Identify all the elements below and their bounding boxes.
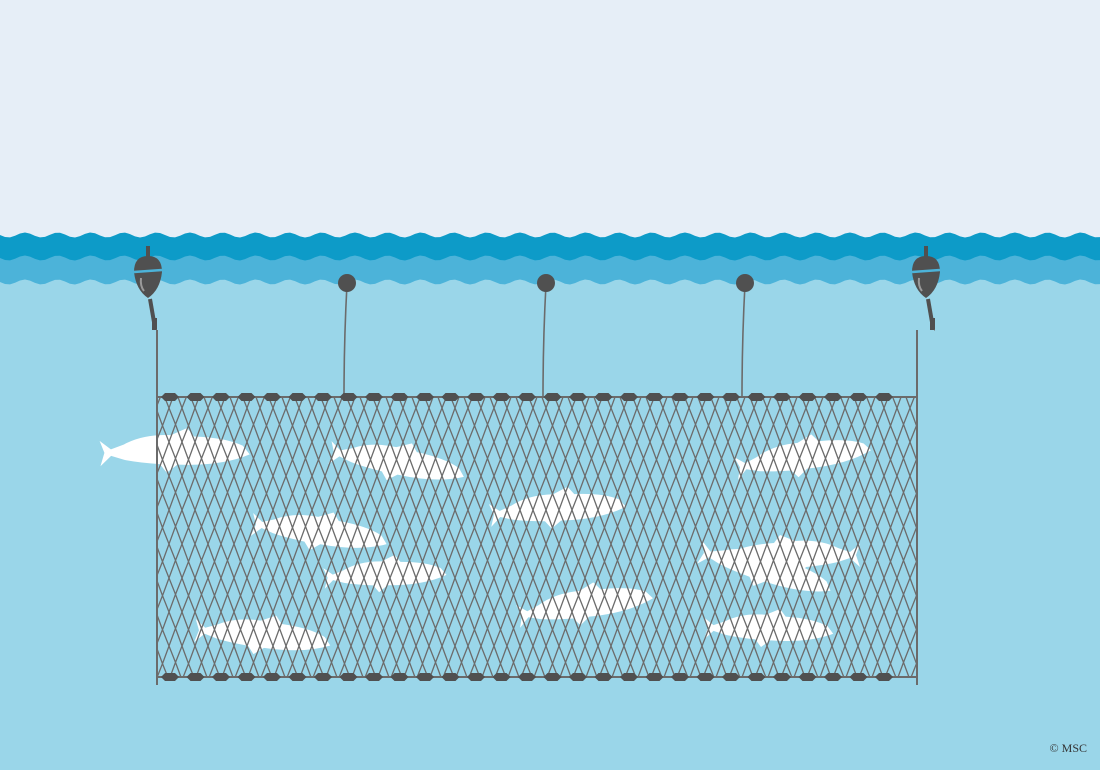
float-icon <box>747 393 766 401</box>
float-icon <box>492 673 511 681</box>
float-icon <box>390 673 409 681</box>
float-icon <box>492 393 511 401</box>
float-icon <box>365 393 383 401</box>
float-icon <box>339 393 358 401</box>
float-icon <box>441 393 460 401</box>
float-icon <box>161 393 179 401</box>
float-icon <box>263 673 281 681</box>
float-icon <box>338 274 356 292</box>
buoys <box>133 246 941 331</box>
float-icon <box>747 673 766 681</box>
float-icon <box>875 393 893 401</box>
float-icon <box>645 673 664 681</box>
float-icon <box>722 673 740 681</box>
float-icon <box>537 274 555 292</box>
float-icon <box>212 673 230 681</box>
float-icon <box>161 673 179 681</box>
float-icon <box>518 673 536 681</box>
float-icon <box>671 673 689 681</box>
float-icon <box>696 673 715 681</box>
headrope-floats <box>161 393 893 681</box>
float-icon <box>824 673 842 681</box>
float-icon <box>441 673 460 681</box>
copyright-credit: © MSC <box>1049 741 1087 755</box>
buoy-icon <box>133 246 163 331</box>
float-icon <box>773 673 791 681</box>
float-icon <box>875 673 893 681</box>
float-icon <box>339 673 358 681</box>
float-icon <box>620 673 638 681</box>
float-icon <box>824 393 842 401</box>
sky <box>0 0 1100 260</box>
float-icon <box>186 393 205 401</box>
float-icon <box>416 673 434 681</box>
float-icon <box>518 393 536 401</box>
float-icon <box>849 393 868 401</box>
float-icon <box>467 393 485 401</box>
wave-band-light <box>0 253 1100 285</box>
float-icon <box>237 673 256 681</box>
float-icon <box>569 673 587 681</box>
float-icon <box>798 673 817 681</box>
float-lines <box>338 274 754 398</box>
gillnet-mesh <box>157 397 917 677</box>
float-icon <box>263 393 281 401</box>
float-icon <box>671 393 689 401</box>
float-icon <box>416 393 434 401</box>
float-icon <box>773 393 791 401</box>
float-icon <box>543 673 562 681</box>
float-icon <box>696 393 715 401</box>
float-icon <box>288 673 307 681</box>
float-icon <box>186 673 205 681</box>
float-icon <box>594 393 613 401</box>
wave-band-dark <box>0 232 1100 261</box>
float-icon <box>237 393 256 401</box>
float-icon <box>645 393 664 401</box>
float-icon <box>543 393 562 401</box>
float-icon <box>212 393 230 401</box>
buoy-icon <box>911 246 941 331</box>
float-icon <box>736 274 754 292</box>
float-icon <box>594 673 613 681</box>
float-icon <box>849 673 868 681</box>
float-icon <box>314 673 332 681</box>
float-icon <box>390 393 409 401</box>
float-icon <box>569 393 587 401</box>
float-icon <box>365 673 383 681</box>
float-icon <box>620 393 638 401</box>
float-icon <box>467 673 485 681</box>
float-icon <box>314 393 332 401</box>
float-icon <box>722 393 740 401</box>
float-icon <box>798 393 817 401</box>
float-icon <box>288 393 307 401</box>
